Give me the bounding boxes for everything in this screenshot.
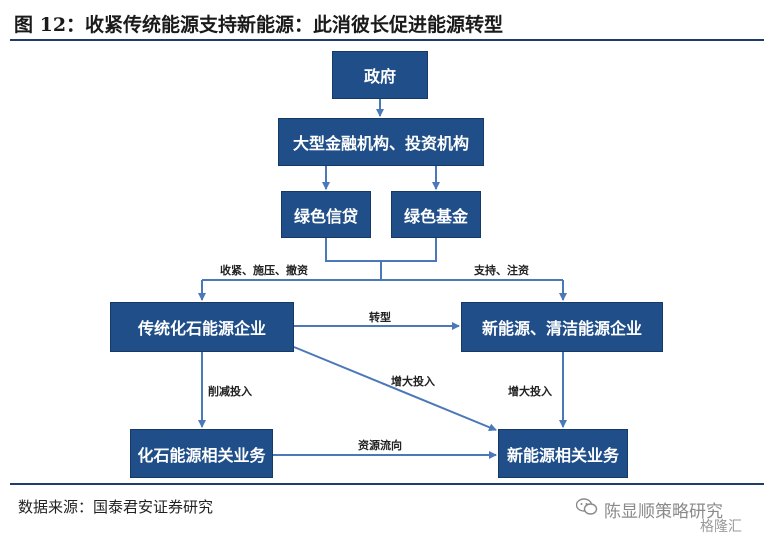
node-financial-institutions: 大型金融机构、投资机构 [278,118,484,166]
label-support: 支持、注资 [474,264,529,277]
watermark-account: 陈显顺策略研究 [604,502,723,522]
label-transform: 转型 [369,311,391,324]
watermark: 陈显顺策略研究 [575,497,723,522]
bottom-divider [10,483,764,485]
label-increase-diagonal: 增大投入 [391,375,435,388]
node-green-fund: 绿色基金 [391,191,481,238]
node-new-energy-business: 新能源相关业务 [498,429,628,478]
node-fossil-business: 化石能源相关业务 [130,429,273,478]
figure-title: 图 12：收紧传统能源支持新能源：此消彼长促进能源转型 [14,14,504,36]
label-cut-investment: 削减投入 [208,385,252,398]
watermark-badge: 格隆汇 [700,519,742,535]
node-green-credit: 绿色信贷 [281,191,371,238]
wechat-icon [575,498,598,521]
source-note: 数据来源：国泰君安证券研究 [18,498,214,516]
node-government: 政府 [332,51,428,99]
top-divider [10,39,764,41]
label-tighten: 收紧、施压、撤资 [220,264,308,277]
node-new-energy-clean-enterprises: 新能源、清洁能源企业 [461,302,663,352]
edge-merge-bracket [325,238,437,262]
label-resource-flow: 资源流向 [358,439,402,452]
node-traditional-fossil-enterprises: 传统化石能源企业 [110,302,294,352]
label-increase-right: 增大投入 [508,385,552,398]
edge-increase-diagonal [293,346,497,432]
